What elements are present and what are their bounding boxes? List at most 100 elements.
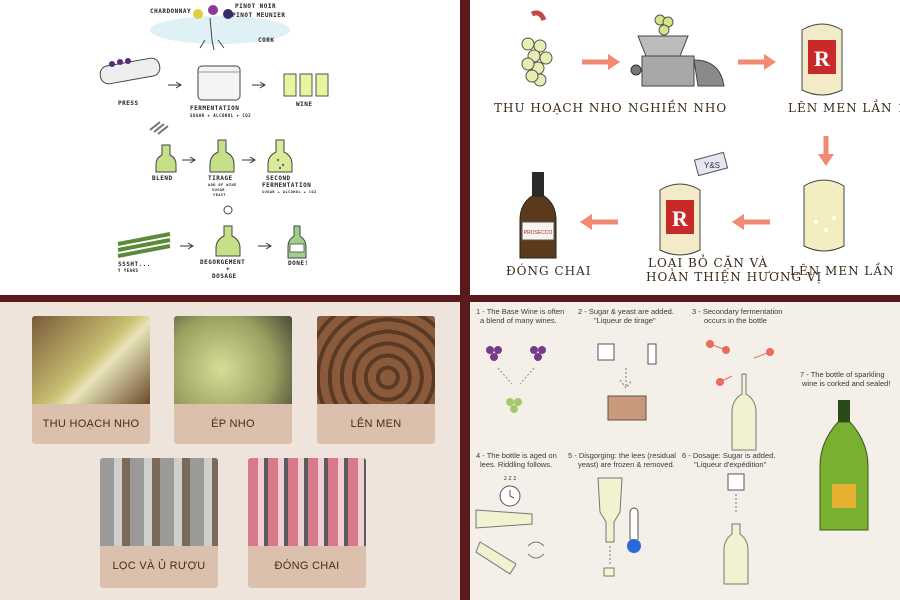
tirage-sub-1: ADD OF WINE (208, 183, 237, 187)
years-label: Y YEARS (118, 268, 138, 273)
step1-text-1: 1 - The Base Wine is often (476, 307, 564, 316)
arrow-head-icon (818, 154, 834, 166)
step1-text-2: a blend of many wines. (480, 316, 557, 325)
arrow-head-icon (732, 214, 744, 230)
tirage-sub-3: YEAST (213, 193, 226, 197)
step4-text-2: lees. Riddling follows. (480, 460, 552, 469)
step7-text-2: wine is corked and sealed! (801, 379, 890, 388)
step2-text-1: 2 - Sugar & yeast are added. (578, 307, 674, 316)
press-label: PRESS (118, 100, 139, 107)
arrow-icon (242, 156, 256, 164)
arrow-head-icon (608, 54, 620, 70)
arrow-icon (168, 81, 182, 89)
degorgement-label: DEGORGEMENT (200, 259, 245, 266)
tirage-bottle-icon (209, 139, 235, 173)
tirage-sub-2: SUGAR (212, 188, 225, 192)
wine-photo-steps-panel: THU HOẠCH NHO ÉP NHO LÊN MEN LỌC VÀ Ủ RƯ… (0, 302, 460, 600)
step5-text-2: yeast) are frozen & removed. (578, 460, 675, 469)
step-card-filter-age: LỌC VÀ Ủ RƯỢU (100, 458, 218, 588)
step5-text-1: 5 - Disgorging: the lees (residual (568, 451, 676, 460)
finished-bottle-icon (287, 225, 307, 259)
prosecco-process-panel: THU HOẠCH NHO NGHIỀN NHO R LÊN MEN LẦN 1… (470, 0, 900, 295)
step-card-caption: LỌC VÀ Ủ RƯỢU (112, 560, 206, 572)
soil-shape (150, 16, 290, 44)
arrow-icon (258, 242, 272, 250)
vine-label-pinot-meunier: PINOT MEUNIER (232, 12, 285, 19)
tanks-photo (100, 458, 218, 546)
aging-clock-bottle-icon (475, 485, 545, 575)
step2-text-2: "Liqueur de tirage" (594, 316, 656, 325)
champagne-method-sketch-panel: CHARDONNAY PINOT NOIR PINOT MEUNIER CORK… (0, 0, 460, 295)
step-refine-label-2: HOÀN THIỆN HƯƠNG VỊ (646, 269, 822, 284)
disgorging-icon (597, 477, 641, 577)
arrow-head-icon (580, 214, 592, 230)
molecule-bottle-icon (706, 340, 774, 451)
step-bottle-label: ĐÓNG CHAI (506, 262, 591, 278)
grape-vine-icon (193, 5, 233, 51)
finishing-tank-icon: R Y&S (659, 151, 729, 256)
plus-label: + (226, 266, 230, 273)
second-fermentation-formula: SUGAR + ALCOHOL + CO2 (262, 190, 317, 194)
sealed-bottle-icon (819, 400, 869, 531)
step3-text-2: occurs in the bottle (704, 316, 767, 325)
arrow-icon (182, 156, 196, 164)
step-crush-label: NGHIỀN NHO (628, 98, 727, 115)
arrow-head-icon (764, 54, 776, 70)
step3-text-1: 3 - Secondary fermentation (692, 307, 782, 316)
step4-text-1: 4 - The bottle is aged on (476, 451, 557, 460)
wine-label: WINE (296, 101, 312, 108)
step6-text-1: 6 - Dosage: Sugar is added. (682, 451, 775, 460)
grape-bunch-icon (521, 10, 553, 87)
vine-label-pinot-noir: PINOT NOIR (235, 3, 276, 10)
prosecco-label: PROSECCO (524, 230, 553, 236)
sssht-label: SSSHT... (118, 261, 151, 268)
fermentation-formula: SUGAR + ALCOHOL + CO2 (190, 113, 251, 118)
step-refine-label-1: LOẠI BỎ CẶN VÀ (648, 253, 768, 270)
step-card-ferment: LÊN MEN (317, 316, 435, 444)
sleep-zzz: z z z (504, 476, 516, 482)
press-photo (174, 316, 292, 404)
tirage-label: TIRAGE (208, 175, 233, 182)
fermentation-tank-2-icon (803, 179, 845, 252)
arrow-icon (180, 242, 194, 250)
fermentation-label: FERMENTATION (190, 105, 239, 112)
step-card-caption: ĐÓNG CHAI (274, 560, 340, 572)
step-card-caption: ÉP NHO (211, 418, 255, 430)
vine-label-cork: CORK (258, 37, 274, 44)
step-card-bottling: ĐÓNG CHAI (248, 458, 366, 588)
harvest-photo (32, 316, 150, 404)
fermentation-tank-1-icon: R (801, 23, 843, 96)
second-fermentation-bottle-icon (267, 139, 293, 173)
wine-bottles-icon (283, 73, 329, 97)
aging-bottles-icon (117, 232, 171, 258)
blend-label: BLEND (152, 175, 173, 182)
step-harvest-label: THU HOẠCH NHO (494, 101, 623, 115)
sparkling-wine-steps-diagram: 1 - The Base Wine is often a blend of ma… (475, 307, 890, 585)
bottling-photo (248, 458, 366, 546)
yeast-sugar-tag: Y&S (704, 161, 720, 170)
champagne-sketch-diagram: CHARDONNAY PINOT NOIR PINOT MEUNIER CORK… (99, 3, 329, 280)
step-ferment-2-label: LÊN MEN LẦN 2 (790, 261, 900, 278)
step-card-caption: LÊN MEN (350, 418, 402, 430)
blend-bottle-icon (149, 121, 177, 173)
step-card-caption: THU HOẠCH NHO (42, 418, 140, 430)
fermentation-vat-icon (197, 65, 241, 101)
step-card-press: ÉP NHO (174, 316, 292, 444)
press-icon (99, 57, 161, 85)
prosecco-bottle-icon: PROSECCO (519, 172, 557, 259)
step6-text-2: "Liqueur d'expédition" (694, 460, 767, 469)
step-ferment-1-label: LÊN MEN LẦN 1 (788, 98, 900, 115)
step7-text-1: 7 - The bottle of sparkling (800, 370, 885, 379)
step-card-harvest: THU HOẠCH NHO (32, 316, 150, 444)
degorgement-bottle-icon (215, 205, 241, 257)
done-label: DONE! (288, 260, 309, 267)
grape-clusters-icon (486, 346, 546, 413)
prosecco-process-diagram: THU HOẠCH NHO NGHIỀN NHO R LÊN MEN LẦN 1… (494, 10, 900, 284)
barrels-photo (317, 316, 435, 404)
sugar-yeast-icon (597, 343, 657, 421)
dosage-bottle-icon (723, 473, 749, 585)
sparkling-wine-steps-panel: 1 - The Base Wine is often a blend of ma… (470, 302, 900, 600)
finishing-tank-logo: R (672, 206, 689, 231)
second-fermentation-label-1: SECOND (266, 175, 291, 182)
dosage-label: DOSAGE (212, 273, 237, 280)
